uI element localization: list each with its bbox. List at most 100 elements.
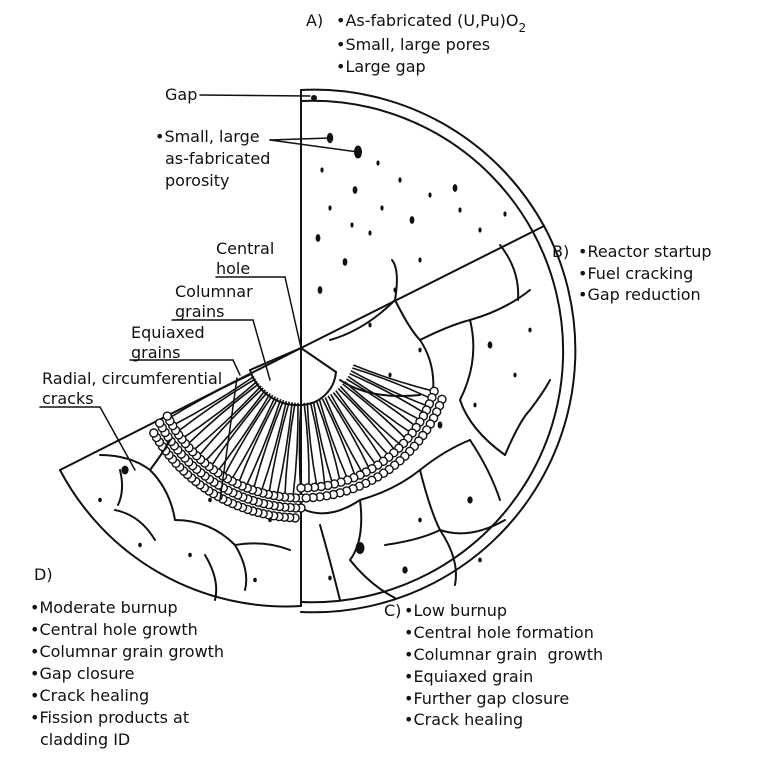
panel-a-bullet-1: •As-fabricated (U,Pu)O2: [336, 11, 526, 35]
columnar-grains: [298, 364, 435, 489]
pore: [355, 542, 365, 554]
columnar-grain: [168, 373, 253, 420]
panel-d-bullet-1: •Moderate burnup: [30, 598, 178, 617]
pore: [513, 372, 517, 378]
cracks-label-1: Radial, circumferential: [42, 369, 222, 388]
panel-d-text: D) •Moderate burnup •Central hole growth…: [30, 565, 224, 749]
pore: [352, 186, 358, 194]
panel-c-bullet-1: •Low burnup: [404, 601, 507, 620]
columnar-grain: [324, 397, 364, 475]
pore: [418, 347, 422, 353]
pore: [380, 205, 384, 211]
pore: [98, 497, 102, 503]
columnar-grain: [209, 391, 269, 468]
pore: [428, 192, 432, 198]
panel-c-bullet-4: •Equiaxed grain: [404, 667, 533, 686]
fuel-cracks: [329, 244, 551, 456]
columnar-grain: [303, 402, 310, 488]
columnar-grain: [352, 367, 432, 400]
panel-a-bullet-2: •Small, large pores: [336, 35, 490, 54]
columnar-grain: [292, 402, 299, 498]
pore: [437, 421, 443, 429]
columnar-grain: [252, 399, 285, 491]
columnar-grain: [337, 387, 397, 452]
panel-a-header: A): [306, 11, 323, 30]
pore: [328, 205, 332, 211]
pore: [418, 257, 422, 263]
columnar-grain: [342, 383, 408, 441]
columnar-grain: [329, 393, 378, 467]
panel-d-header: D): [34, 565, 53, 584]
columnar-grain: [237, 397, 279, 485]
pore: [409, 216, 415, 224]
equiaxed-grain: [162, 411, 173, 421]
columnar-grain: [315, 400, 342, 483]
panel-a-text: A) •As-fabricated (U,Pu)O2 •Small, large…: [306, 11, 526, 76]
columnar-grain: [260, 400, 288, 493]
pore: [503, 211, 507, 217]
columnar-grain: [332, 391, 384, 462]
equiaxed-grain: [154, 418, 165, 428]
panel-c-bullet-2: •Central hole formation: [404, 623, 594, 642]
pore: [528, 327, 532, 333]
pore: [487, 341, 493, 349]
crack-network: [304, 439, 506, 601]
panel-c-bullet-6: •Crack healing: [404, 710, 523, 729]
columnar-grain: [321, 398, 357, 478]
panel-a-bullet-3: •Large gap: [336, 57, 426, 76]
columnar-grains-left: [168, 373, 302, 499]
columnar-grain: [350, 370, 429, 407]
callout-text: Gap •Small, large as-fabricated porosity…: [42, 85, 274, 408]
cracks-label-2: cracks: [42, 389, 94, 408]
columnar-grain: [306, 402, 318, 488]
pore: [138, 542, 142, 548]
porosity-label-3: porosity: [165, 171, 229, 190]
pore: [452, 184, 458, 192]
columnar-grain: [172, 375, 255, 427]
pore: [458, 207, 462, 213]
panel-c-bullet-5: •Further gap closure: [404, 689, 569, 708]
pore: [467, 496, 473, 504]
pore: [368, 322, 372, 328]
columnar-grain: [181, 380, 258, 440]
columnar-grain: [327, 395, 371, 471]
panel-d-bullet-6-cont: cladding ID: [40, 730, 130, 749]
panel-b-bullet-1: •Reactor startup: [578, 242, 712, 261]
equiaxed-grain: [296, 483, 306, 493]
columnar-grain: [268, 401, 290, 495]
columnar-grain: [191, 385, 262, 452]
panel-b-header: B): [552, 242, 569, 261]
pore: [402, 566, 408, 574]
columnar-grain: [230, 396, 277, 482]
pore: [121, 465, 129, 475]
columnar-grain: [176, 378, 256, 433]
pore: [342, 258, 348, 266]
pore: [473, 402, 477, 408]
columnar-grain: [335, 390, 391, 457]
columnar-grains-label-2: grains: [175, 302, 224, 321]
pore: [320, 167, 324, 173]
pore: [188, 552, 192, 558]
panel-b-bullet-2: •Fuel cracking: [578, 264, 693, 283]
central-hole-label-2: hole: [216, 259, 250, 278]
leader-lines: [39, 94, 359, 501]
pore: [208, 497, 212, 503]
columnar-grain: [339, 385, 402, 447]
columnar-grain: [276, 402, 293, 497]
pore: [376, 160, 380, 166]
columnar-grain: [318, 399, 349, 481]
pore: [328, 575, 332, 581]
equiaxed-grains-label-2: grains: [131, 343, 180, 362]
panel-d-bullet-3: •Columnar grain growth: [30, 642, 224, 661]
pore: [398, 177, 402, 183]
pore: [478, 227, 482, 233]
pore: [368, 230, 372, 236]
gap-label: Gap: [165, 85, 197, 104]
panel-d-bullet-2: •Central hole growth: [30, 620, 198, 639]
pore: [350, 222, 354, 228]
columnar-grain: [349, 372, 426, 414]
pore: [268, 517, 272, 523]
panel-c-header: C): [384, 601, 401, 620]
panel-d-bullet-6: •Fission products at: [30, 708, 189, 727]
